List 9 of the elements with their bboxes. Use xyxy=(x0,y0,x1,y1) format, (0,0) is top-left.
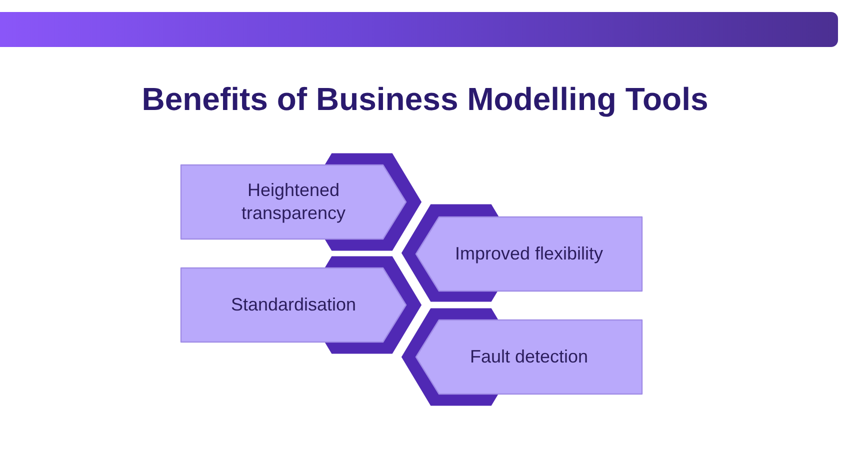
left-arrow-panel xyxy=(415,216,643,292)
benefit-label: Heightened transparency xyxy=(240,179,347,225)
left-arrow-panel xyxy=(415,319,643,395)
benefit-label: Standardisation xyxy=(230,294,358,316)
right-arrow-panel xyxy=(180,267,407,343)
title: Benefits of Business Modelling Tools xyxy=(142,80,708,118)
benefit-label: Improved flexibility xyxy=(454,242,604,266)
right-arrow-panel xyxy=(180,164,407,240)
benefit-label: Fault detection xyxy=(468,346,590,368)
